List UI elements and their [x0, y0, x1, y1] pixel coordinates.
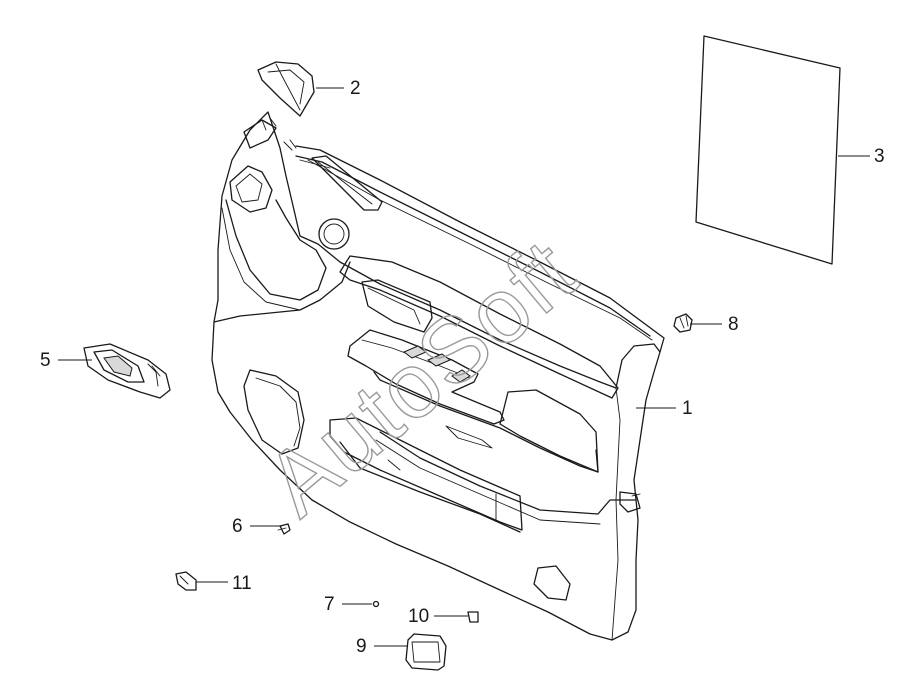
callout-6: 6 [232, 516, 243, 537]
part-8-clip [673, 313, 693, 333]
callout-5: 5 [40, 350, 51, 371]
part-9-bezel [405, 633, 447, 671]
callout-10: 10 [408, 606, 429, 627]
callout-11: 11 [232, 573, 252, 594]
part-5-inner-handle [83, 343, 171, 399]
part-3-sheet [695, 35, 841, 265]
callout-2: 2 [350, 78, 361, 99]
callout-7: 7 [324, 594, 335, 615]
callout-9: 9 [356, 636, 367, 657]
callout-3: 3 [874, 146, 885, 167]
part-11-connector [175, 571, 197, 591]
callout-8: 8 [728, 314, 739, 335]
door-trim-panel [211, 111, 665, 641]
part-2-corner-cover [257, 61, 315, 117]
callout-1: 1 [682, 398, 693, 419]
part-7-pin [372, 600, 380, 608]
part-6-screw [277, 523, 291, 535]
part-10-screw [467, 611, 479, 623]
